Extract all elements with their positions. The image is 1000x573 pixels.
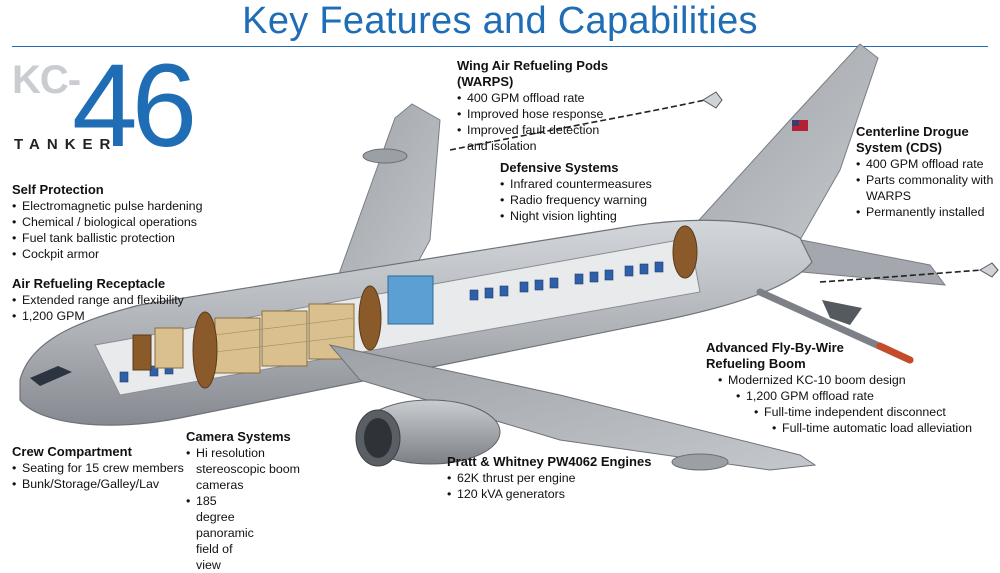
list-item: Improved fault detection and isolation (457, 122, 617, 154)
camera-systems-heading: Camera Systems (186, 429, 291, 444)
list-item: Modernized KC-10 boom design (718, 372, 978, 388)
boom-section: Modernized KC-10 boom design 1,200 GPM o… (718, 372, 978, 436)
boom-heading: Advanced Fly-By-Wire Refueling Boom (706, 340, 844, 371)
lower-wing-pod (671, 453, 729, 471)
engine-nacelle (355, 399, 501, 467)
logo-number: 46 (72, 40, 197, 172)
bunk-unit (154, 327, 184, 369)
list-item: 400 GPM offload rate (457, 90, 657, 106)
defensive-systems-heading: Defensive Systems (500, 160, 619, 175)
list-item: 1,200 GPM (12, 308, 212, 324)
us-flag (792, 120, 808, 131)
logo-subtitle: TANKER (14, 136, 118, 153)
aft-bulkhead (672, 225, 698, 279)
list-item: Bunk/Storage/Galley/Lav (12, 476, 192, 492)
passenger-seats (119, 261, 664, 383)
list-item: Infrared countermeasures (500, 176, 660, 192)
self-protection-heading: Self Protection (12, 182, 104, 197)
cockpit-windows (30, 366, 72, 386)
list-item: Parts commonality with WARPS (856, 172, 994, 204)
list-item: 1,200 GPM offload rate (736, 388, 978, 404)
cds-hose (819, 269, 983, 283)
cargo-container (387, 275, 434, 325)
title-divider (12, 46, 988, 47)
crew-compartment-section: Crew Compartment Seating for 15 crew mem… (12, 444, 192, 492)
list-item: Night vision lighting (500, 208, 660, 224)
warps-section: Wing Air Refueling Pods (WARPS) 400 GPM … (457, 58, 657, 154)
cds-drogue (979, 262, 999, 278)
list-item: Improved hose response (457, 106, 657, 122)
list-item: Hi resolution stereoscopic boom cameras (186, 445, 314, 493)
list-item: Radio frequency warning (500, 192, 660, 208)
cds-heading: Centerline Drogue System (CDS) (856, 124, 969, 155)
list-item: Cockpit armor (12, 246, 217, 262)
list-item: 400 GPM offload rate (856, 156, 994, 172)
list-item: Full-time independent disconnect (754, 404, 978, 420)
warps-drogue (702, 91, 723, 109)
lower-wing (328, 344, 817, 471)
receptacle-heading: Air Refueling Receptacle (12, 276, 166, 291)
upper-wing-pod (362, 148, 408, 164)
air-refueling-receptacle-section: Air Refueling Receptacle Extended range … (12, 276, 212, 324)
list-item: Electromagnetic pulse hardening (12, 198, 217, 214)
kc46-cutaway-illustration (19, 43, 999, 471)
cds-section: Centerline Drogue System (CDS) 400 GPM o… (856, 124, 994, 220)
engines-heading: Pratt & Whitney PW4062 Engines (447, 454, 652, 469)
boom-ruddevators (822, 300, 862, 325)
list-item: 185 degree panoramic field of view (186, 493, 258, 573)
mid-bulkhead (358, 285, 382, 351)
list-item: 120 kVA generators (447, 486, 667, 502)
boom-heading-block: Advanced Fly-By-Wire Refueling Boom (706, 340, 866, 372)
engines-section: Pratt & Whitney PW4062 Engines 62K thrus… (447, 454, 667, 502)
list-item: Seating for 15 crew members (12, 460, 192, 476)
defensive-systems-section: Defensive Systems Infrared countermeasur… (500, 160, 660, 224)
crew-compartment-heading: Crew Compartment (12, 444, 132, 459)
logo-kc-prefix: KC- (12, 58, 81, 102)
galley-unit (132, 334, 152, 371)
list-item: Chemical / biological operations (12, 214, 217, 230)
warps-heading: Wing Air Refueling Pods (WARPS) (457, 58, 609, 89)
list-item: Permanently installed (856, 204, 994, 220)
list-item: Extended range and flexibility (12, 292, 212, 308)
list-item: 62K thrust per engine (447, 470, 667, 486)
camera-systems-section: Camera Systems Hi resolution stereoscopi… (186, 429, 314, 573)
list-item: Fuel tank ballistic protection (12, 230, 217, 246)
page-title: Key Features and Capabilities (242, 0, 758, 42)
vertical-tail (688, 43, 879, 241)
self-protection-section: Self Protection Electromagnetic pulse ha… (12, 182, 217, 262)
list-item: Full-time automatic load alleviation (772, 420, 978, 436)
